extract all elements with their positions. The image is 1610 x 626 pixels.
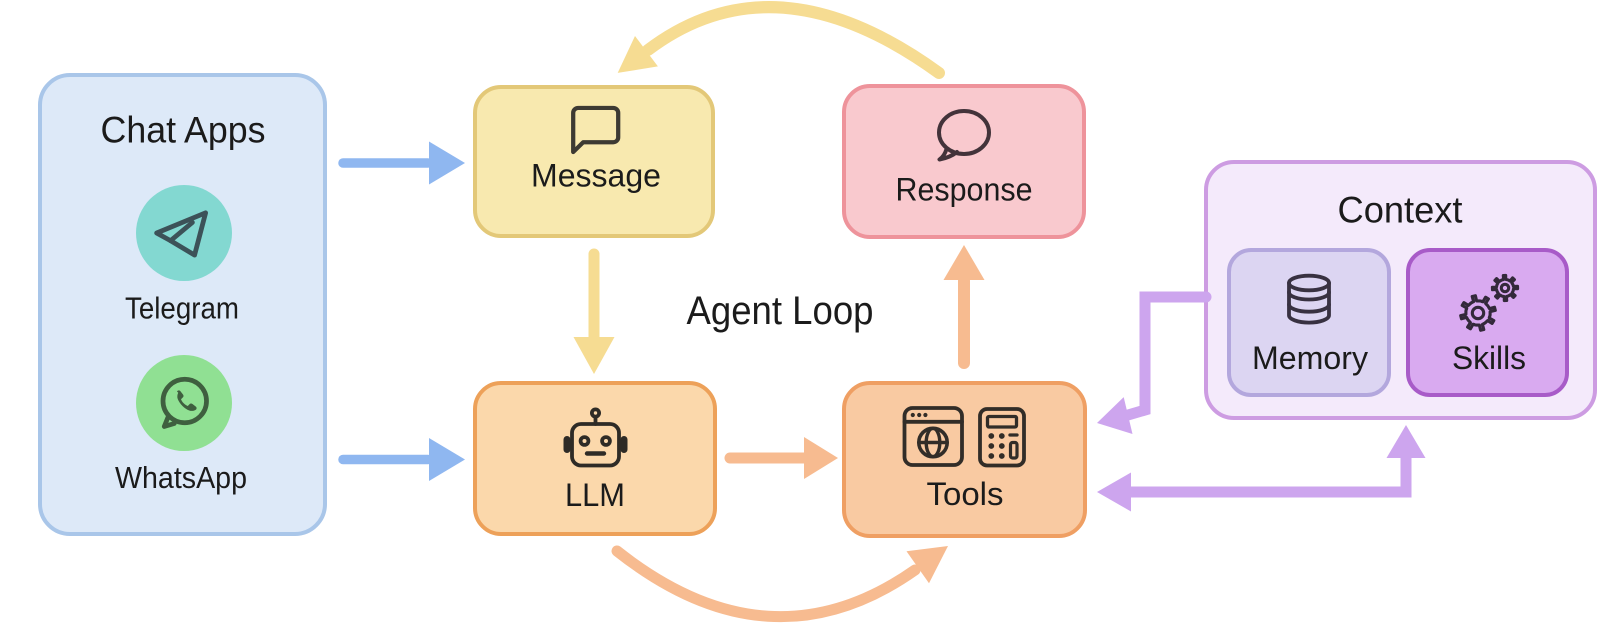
svg-text:Skills: Skills <box>1452 340 1526 376</box>
svg-text:Agent Loop: Agent Loop <box>687 289 874 333</box>
svg-text:WhatsApp: WhatsApp <box>115 460 247 495</box>
svg-text:Tools: Tools <box>927 476 1004 512</box>
svg-text:Message: Message <box>531 158 661 194</box>
svg-text:Chat Apps: Chat Apps <box>101 110 266 151</box>
svg-text:Memory: Memory <box>1252 340 1368 376</box>
svg-text:LLM: LLM <box>565 477 625 513</box>
svg-text:Context: Context <box>1338 190 1464 231</box>
svg-text:Response: Response <box>896 172 1033 208</box>
svg-text:Telegram: Telegram <box>125 291 239 326</box>
